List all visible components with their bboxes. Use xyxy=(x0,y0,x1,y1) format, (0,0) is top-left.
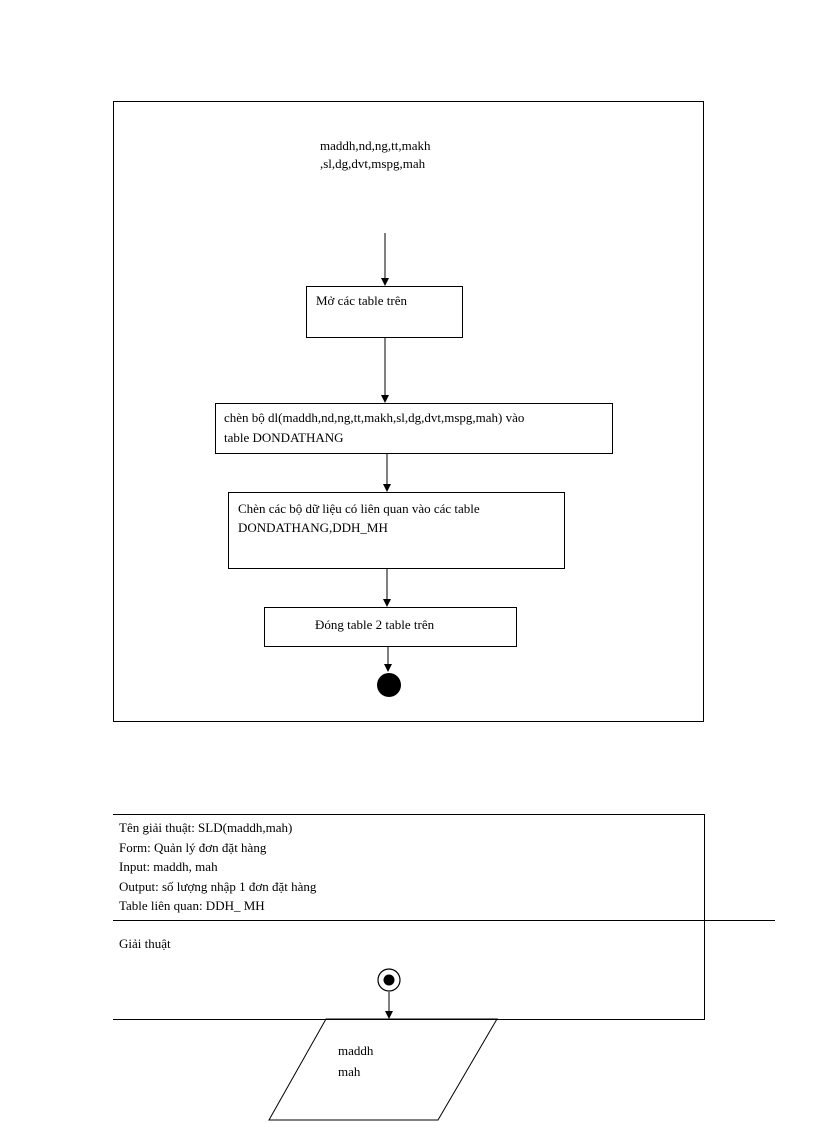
insert-related-step: Chèn các bộ dữ liệu có liên quan vào các… xyxy=(228,492,565,569)
close-tables-step: Đóng table 2 table trên xyxy=(264,607,517,647)
algorithm-info: Tên giải thuật: SLD(maddh,mah) Form: Quả… xyxy=(119,818,316,916)
algorithm-frame xyxy=(113,814,705,1020)
algorithm-tables: Table liên quan: DDH_ MH xyxy=(119,898,265,913)
insert-tuple-label-line1: chèn bộ dl(maddh,nd,ng,tt,makh,sl,dg,dvt… xyxy=(224,410,525,425)
close-tables-label: Đóng table 2 table trên xyxy=(315,617,435,632)
param-line2: mah xyxy=(338,1064,361,1079)
algorithm-output: Output: số lượng nhập 1 đơn đặt hàng xyxy=(119,878,317,894)
algorithm-name: Tên giải thuật: SLD(maddh,mah) xyxy=(119,820,293,835)
insert-related-label-line2: DONDATHANG,DDH_MH xyxy=(238,520,388,535)
param-text: maddh mah xyxy=(338,1040,373,1082)
start-node-icon-dot xyxy=(383,974,395,986)
insert-tuple-step: chèn bộ dl(maddh,nd,ng,tt,makh,sl,dg,dvt… xyxy=(215,403,613,454)
input-params-line2: ,sl,dg,dvt,mspg,mah xyxy=(320,156,426,171)
open-tables-step: Mở các table trên xyxy=(306,286,463,338)
algorithm-form: Form: Quản lý đơn đặt hàng xyxy=(119,839,267,855)
insert-related-label-line1: Chèn các bộ dữ liệu có liên quan vào các… xyxy=(238,501,480,516)
algorithm-section-label: Giải thuật xyxy=(119,936,171,951)
end-node-icon xyxy=(377,673,401,697)
algorithm-input: Input: maddh, mah xyxy=(119,859,218,874)
open-tables-label: Mở các table trên xyxy=(316,293,407,308)
insert-tuple-label-line2: table DONDATHANG xyxy=(224,430,344,445)
input-params: maddh,nd,ng,tt,makh ,sl,dg,dvt,mspg,mah xyxy=(320,137,431,173)
section-divider xyxy=(113,920,775,921)
input-parallelogram xyxy=(268,1018,498,1121)
param-line1: maddh xyxy=(338,1043,374,1058)
flowchart-frame xyxy=(113,101,704,722)
input-params-line1: maddh,nd,ng,tt,makh xyxy=(320,138,431,153)
